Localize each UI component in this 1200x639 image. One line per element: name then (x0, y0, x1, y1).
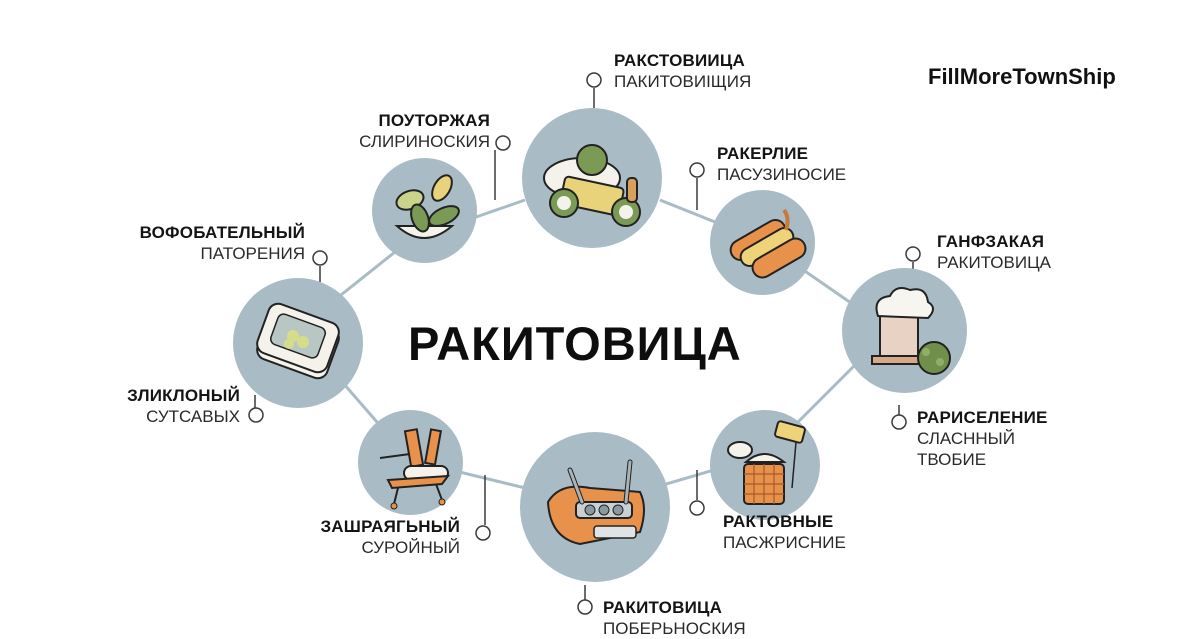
label-right-lower: РАРИСЕЛЕНИЕ СЛАСННЫЙ ТВОБИЕ (917, 407, 1048, 470)
pavilion-cloud-icon (871, 287, 951, 375)
orange-radio-icon (546, 459, 645, 546)
basket-tea-icon (727, 420, 806, 505)
node-bottom[interactable] (520, 432, 670, 582)
label-title: РАКИТОВИЦА (603, 598, 723, 617)
label-title: РАКСТОВИИЦА (614, 51, 745, 70)
brand-watermark: FillMoreTownShip (928, 64, 1116, 89)
toy-car-frog-icon (543, 144, 641, 227)
label-subtitle: РАКИТОВИЦА (937, 253, 1051, 272)
node-bottom-left[interactable] (358, 410, 463, 515)
label-title: РАКЕРЛИЕ (717, 144, 809, 163)
node-bottom-right[interactable] (710, 410, 820, 520)
label-title: РАРИСЕЛЕНИЕ (917, 408, 1048, 427)
label-title: ВОФОБАТЕЛЬНЫЙ (139, 223, 305, 242)
sausages-icon (729, 208, 807, 279)
label-bottom-left: ЗАШРАЯГЬНЫЙ СУРОЙНЫЙ (290, 516, 460, 558)
label-subtitle: СЛИРИНОСКИЯ (359, 132, 490, 151)
label-bottom-right: РАКТОВНЫЕ ПАСЖРИСНИЕ (723, 511, 846, 553)
label-subtitle-2: ТВОБИЕ (917, 450, 987, 469)
label-subtitle: ПАКИТОВИІЩИЯ (614, 72, 752, 91)
label-subtitle: СУРОЙНЫЙ (361, 538, 460, 557)
potted-plant-icon (394, 174, 460, 239)
label-title: ГАНФЗАКАЯ (937, 232, 1045, 251)
node-top-right[interactable] (710, 190, 815, 295)
label-top: РАКСТОВИИЦА ПАКИТОВИІЩИЯ (614, 50, 751, 92)
rolling-chair-icon (379, 428, 451, 510)
node-right[interactable] (842, 268, 967, 393)
label-title: РАКТОВНЫЕ (723, 512, 834, 531)
label-subtitle: ПАТОРЕНИЯ (200, 244, 305, 263)
label-top-right: РАКЕРЛИЕ ПАСУЗИНОСИЕ (717, 143, 846, 185)
node-top[interactable] (522, 108, 662, 248)
label-title: ПОУТОРЖАЯ (378, 111, 490, 130)
label-subtitle: СУТСАВЫХ (146, 407, 240, 426)
label-title: ЗАШРАЯГЬНЫЙ (320, 517, 460, 536)
label-top-left: ПОУТОРЖАЯ СЛИРИНОСКИЯ (330, 110, 490, 152)
node-top-left[interactable] (372, 158, 477, 263)
stacked-tray-icon (256, 302, 340, 380)
label-bottom: РАКИТОВИЦА ПОБЕРЬНОСКИЯ (603, 597, 746, 639)
label-subtitle: СЛАСННЫЙ (917, 429, 1015, 448)
label-subtitle: ПАСЖРИСНИЕ (723, 533, 846, 552)
diagram-center-title: РАКИТОВИЦА (408, 317, 742, 370)
label-subtitle: ПОБЕРЬНОСКИЯ (603, 619, 746, 638)
label-left: ВОФОБАТЕЛЬНЫЙ ПАТОРЕНИЯ (105, 222, 305, 264)
label-title: ЗЛИКЛОНЫЙ (127, 386, 240, 405)
label-right: ГАНФЗАКАЯ РАКИТОВИЦА (937, 231, 1051, 273)
label-subtitle: ПАСУЗИНОСИЕ (717, 165, 847, 184)
node-left[interactable] (233, 278, 363, 408)
label-left-lower: ЗЛИКЛОНЫЙ СУТСАВЫХ (95, 385, 240, 427)
